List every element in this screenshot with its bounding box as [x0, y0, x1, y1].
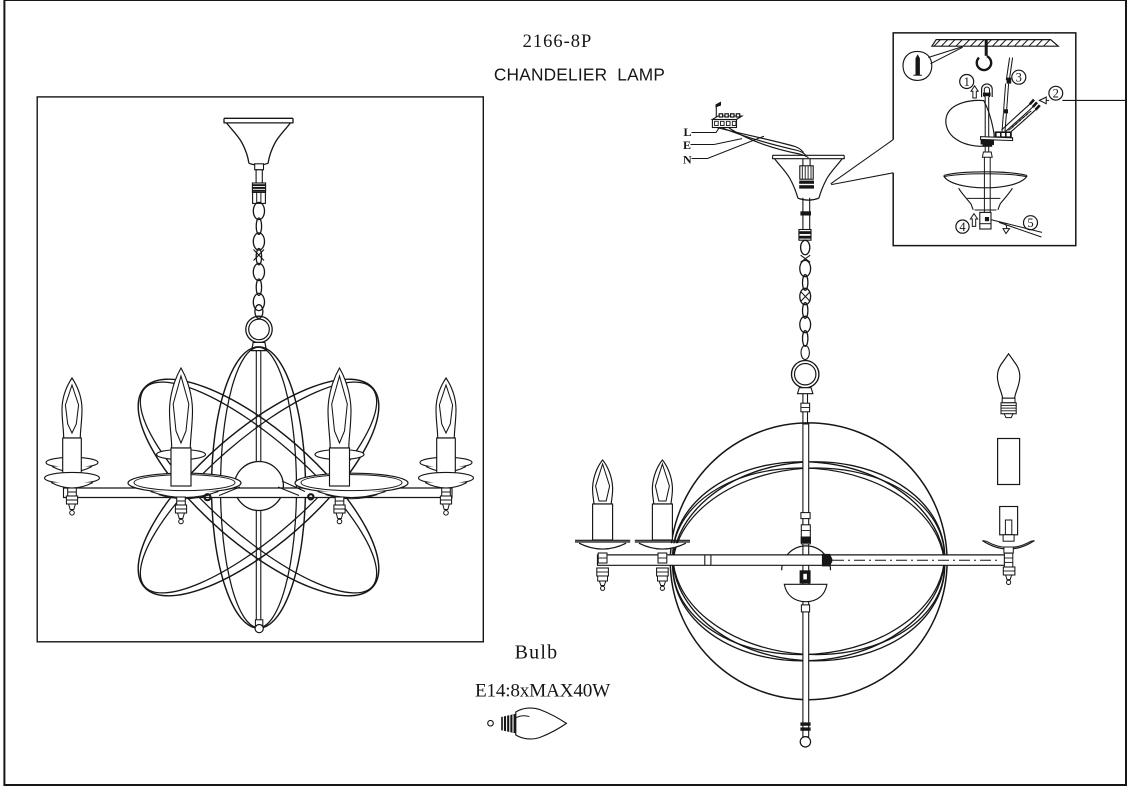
svg-text:1: 1: [964, 75, 970, 89]
svg-text:2: 2: [1053, 87, 1059, 101]
svg-text:4: 4: [959, 220, 966, 234]
svg-text:N: N: [683, 153, 692, 167]
svg-text:5: 5: [1027, 216, 1033, 230]
svg-text:3: 3: [1016, 71, 1022, 85]
svg-text:2166-8P: 2166-8P: [523, 32, 593, 52]
svg-text:Bulb: Bulb: [515, 642, 559, 664]
svg-text:L: L: [684, 125, 692, 139]
svg-text:E: E: [683, 138, 691, 152]
svg-text:E14:8xMAX40W: E14:8xMAX40W: [475, 681, 611, 702]
svg-text:CHANDELIER LAMP: CHANDELIER LAMP: [494, 65, 665, 85]
